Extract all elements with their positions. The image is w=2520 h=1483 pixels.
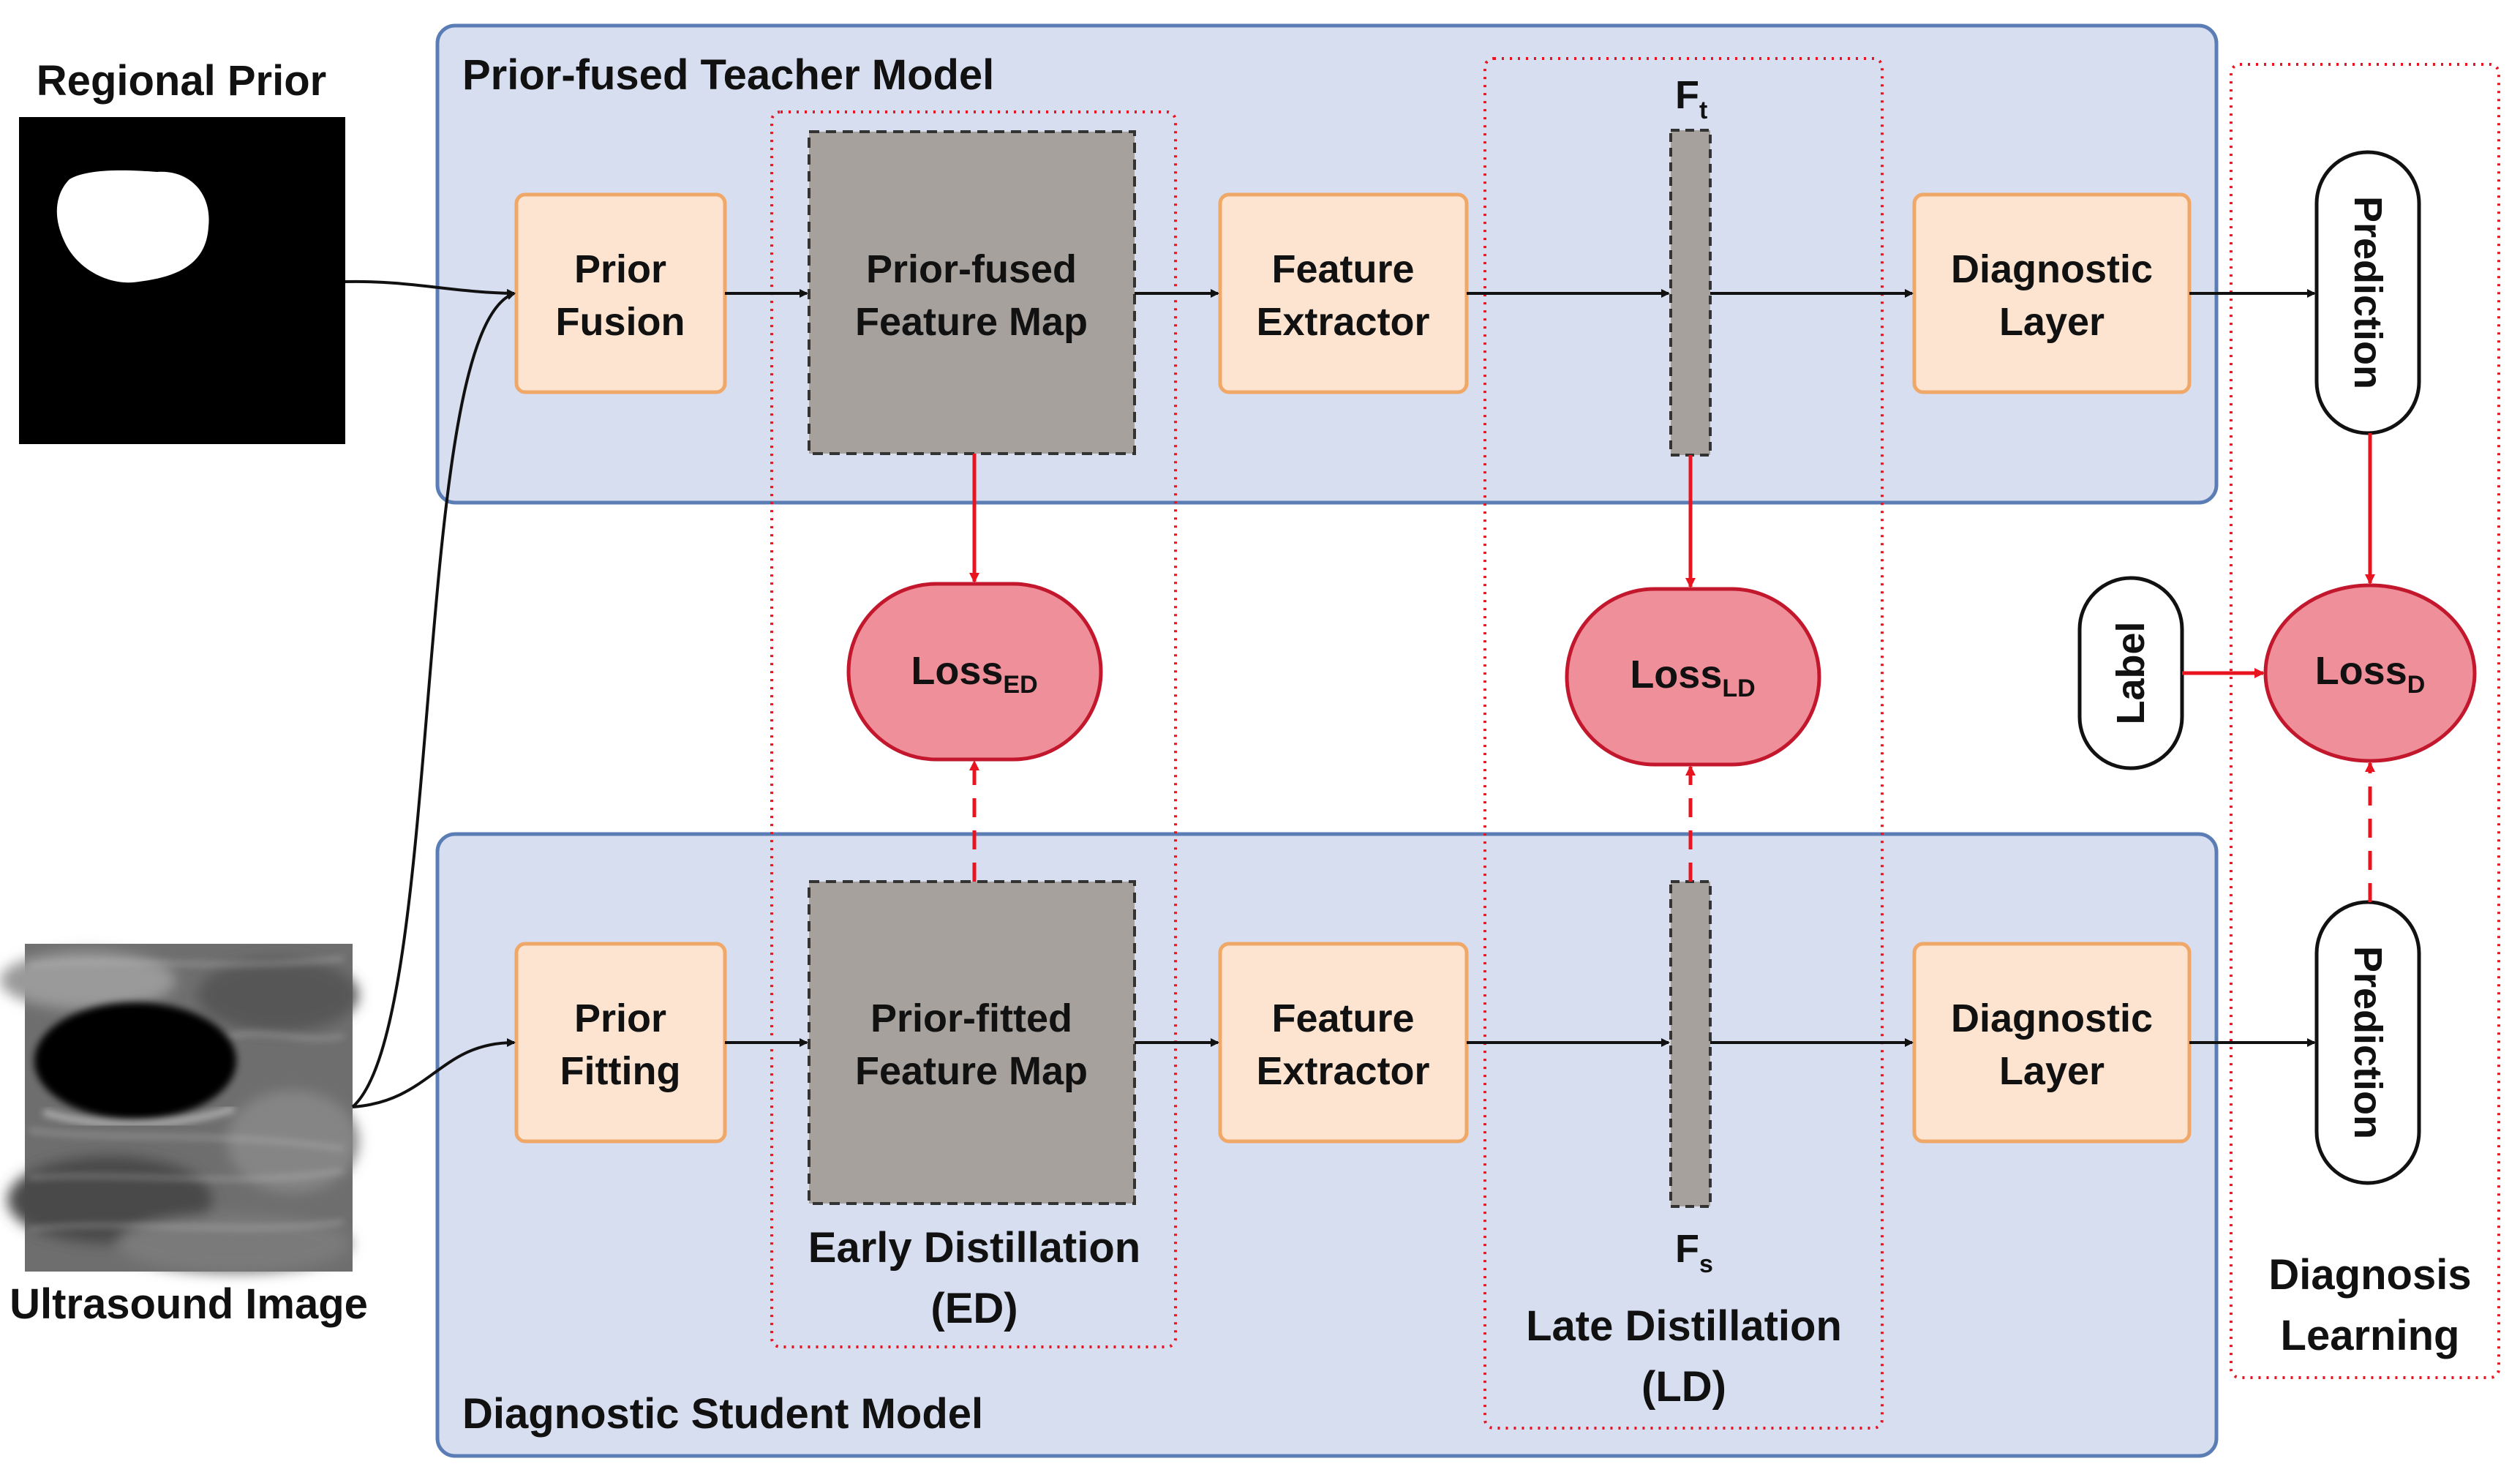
student-model-title: Diagnostic Student Model [462, 1390, 983, 1438]
student-feature-vector [1669, 880, 1712, 1208]
teacher-feature-vector [1669, 129, 1712, 457]
prior-fusion-line2: Fusion [556, 300, 685, 344]
loss-ld-sub: LD [1722, 675, 1755, 702]
student-model-panel [435, 832, 2219, 1458]
regional-prior-label: Regional Prior [37, 57, 326, 105]
arrow-us-to-fusion [351, 291, 516, 1108]
prior-fused-line2: Feature Map [855, 300, 1088, 344]
svg-text:LossED: LossED [911, 649, 1037, 699]
teacher-feature-extractor-line2: Extractor [1256, 300, 1429, 344]
early-distillation-caption: Early Distillation(ED) [808, 1224, 1140, 1332]
late-distillation-caption: Late Distillation(LD) [1526, 1302, 1842, 1411]
arrow-prior-to-fusion [345, 279, 516, 298]
teacher-feature-vector-label: Ft [1675, 73, 1707, 124]
prior-fitting-line2: Fitting [560, 1049, 681, 1093]
student-feature-extractor-line2: Extractor [1256, 1049, 1429, 1093]
student-prediction-label: Prediction [2346, 946, 2390, 1139]
student-prediction-node [2314, 900, 2421, 1185]
student-feature-vector-label: Fs [1675, 1227, 1713, 1278]
student-diagnostic-line2: Layer [1999, 1049, 2105, 1093]
ultrasound-image-label: Ultrasound Image [10, 1280, 368, 1328]
label-node-text: Label [2109, 621, 2153, 724]
prior-fitted-line1: Prior-fitted [870, 996, 1072, 1040]
loss-d-node: LossD [2263, 583, 2477, 763]
teacher-prediction-label: Prediction [2346, 196, 2390, 389]
loss-ed-base: Loss [911, 649, 1003, 693]
loss-d-sub: D [2407, 671, 2426, 699]
svg-text:LossLD: LossLD [1630, 653, 1755, 702]
teacher-diagnostic-line1: Diagnostic [1951, 247, 2153, 291]
student-feature-extractor-line1: Feature [1271, 996, 1414, 1040]
teacher-diagnostic-line2: Layer [1999, 300, 2105, 344]
early-distillation-region [770, 110, 1177, 1348]
loss-d-base: Loss [2315, 649, 2407, 693]
loss-ed-node: LossED [846, 582, 1103, 762]
prior-fitted-line2: Feature Map [855, 1049, 1088, 1093]
loss-ld-node: LossLD [1565, 587, 1821, 767]
teacher-prediction-node [2314, 150, 2421, 435]
arrow-us-to-fitting [352, 1038, 516, 1108]
teacher-model-title: Prior-fused Teacher Model [462, 51, 994, 99]
diagnosis-learning-region [2230, 63, 2500, 1379]
flow-arrows [345, 279, 2316, 1108]
loss-ld-base: Loss [1630, 653, 1722, 697]
student-diagnostic-line1: Diagnostic [1951, 996, 2153, 1040]
ultrasound-image [0, 944, 358, 1273]
loss-ed-sub: ED [1003, 671, 1037, 699]
late-distillation-region [1483, 57, 1884, 1430]
regional-prior-image [19, 117, 345, 444]
prior-fitting-line1: Prior [574, 996, 666, 1040]
prior-fused-line1: Prior-fused [866, 247, 1077, 291]
loss-arrows [969, 433, 2375, 902]
prior-fusion-line1: Prior [574, 247, 666, 291]
teacher-feature-extractor-line1: Feature [1271, 247, 1414, 291]
svg-text:LossD: LossD [2315, 649, 2426, 699]
